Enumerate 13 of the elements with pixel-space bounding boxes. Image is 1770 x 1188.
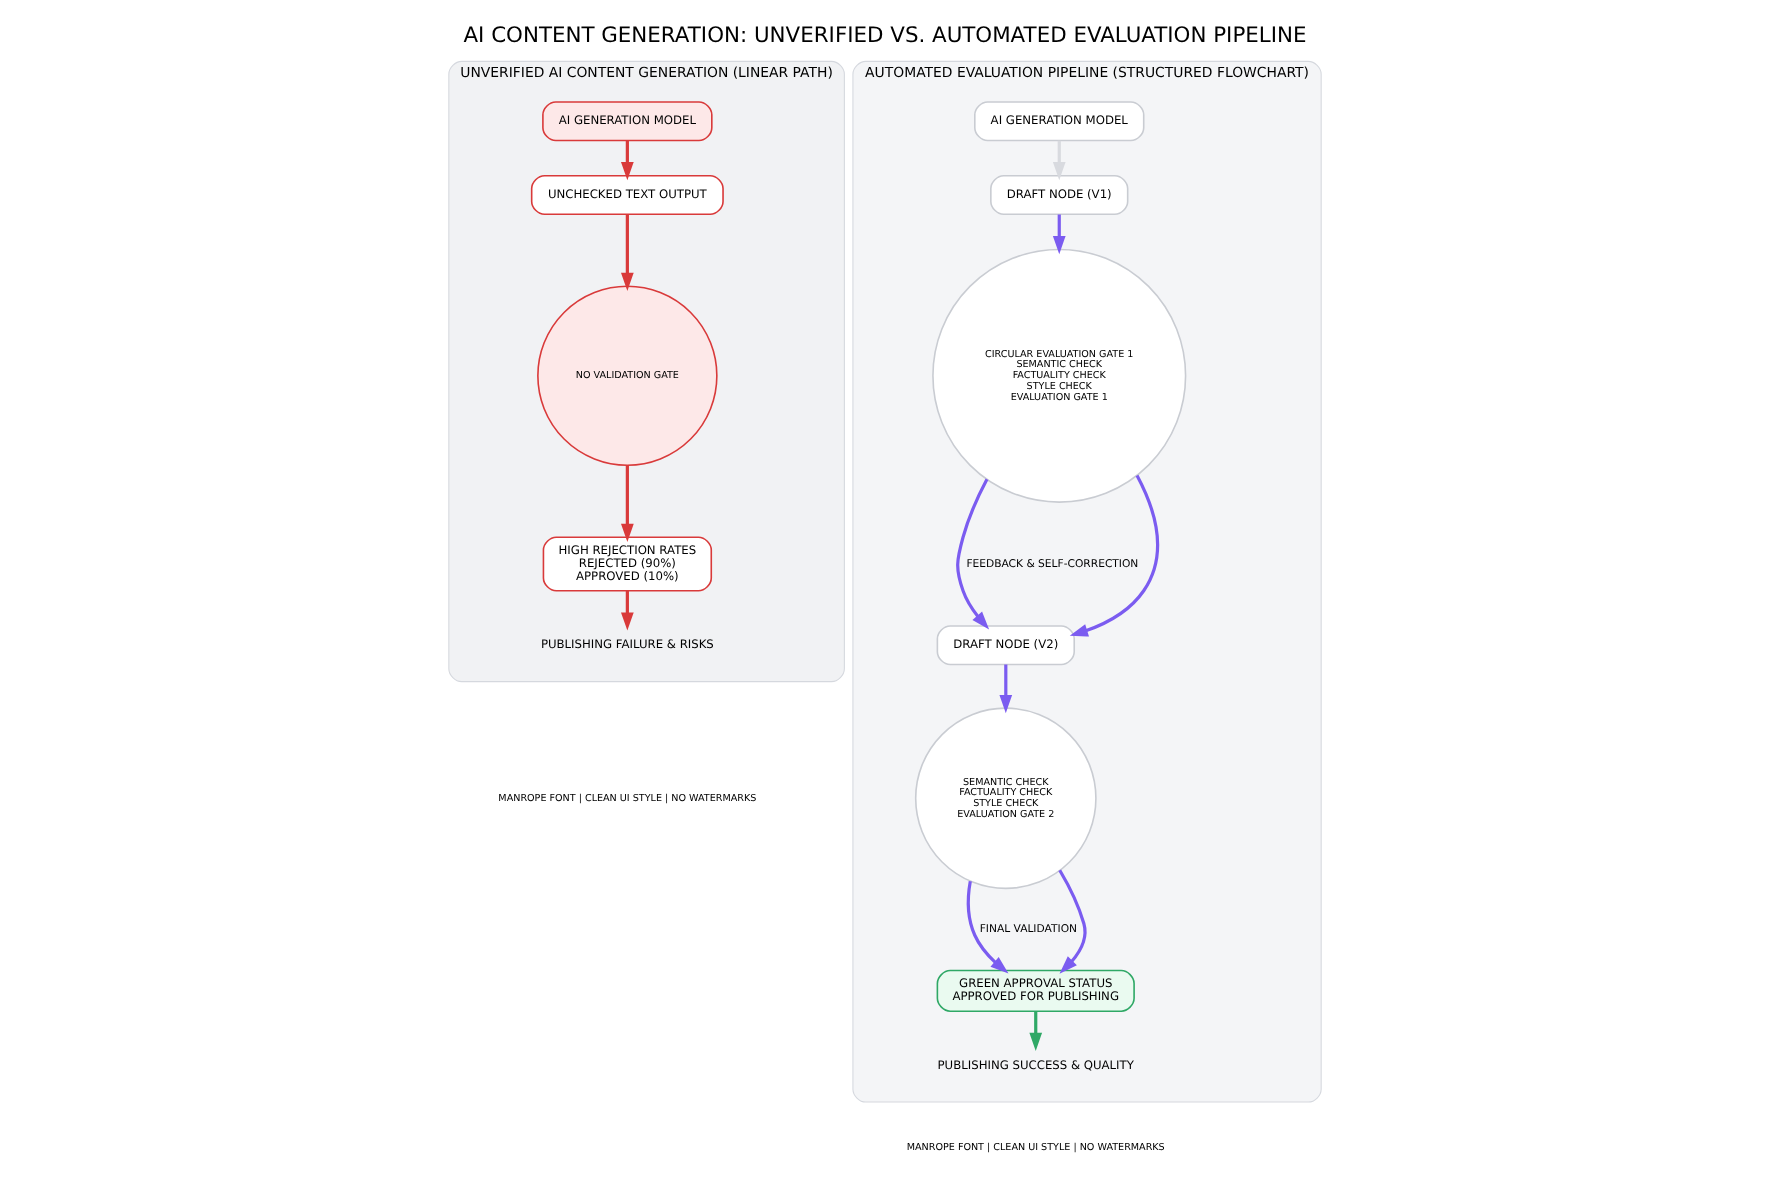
- arrow: [956, 478, 990, 630]
- arrow: [1052, 140, 1066, 181]
- arrow: [620, 591, 634, 631]
- arrow: [1029, 1011, 1043, 1051]
- arrow: [1069, 474, 1160, 637]
- arrow: [966, 880, 1009, 974]
- diagram-title: AI CONTENT GENERATION: UNVERIFIED VS. AUTOMATED EVALUATION PIPELINE: [463, 22, 1307, 49]
- arrow: [620, 140, 634, 181]
- arrow: [620, 214, 634, 291]
- arrow: [1052, 214, 1066, 255]
- arrow: [1058, 869, 1087, 974]
- arrow: [999, 664, 1013, 714]
- arrow: [620, 465, 634, 543]
